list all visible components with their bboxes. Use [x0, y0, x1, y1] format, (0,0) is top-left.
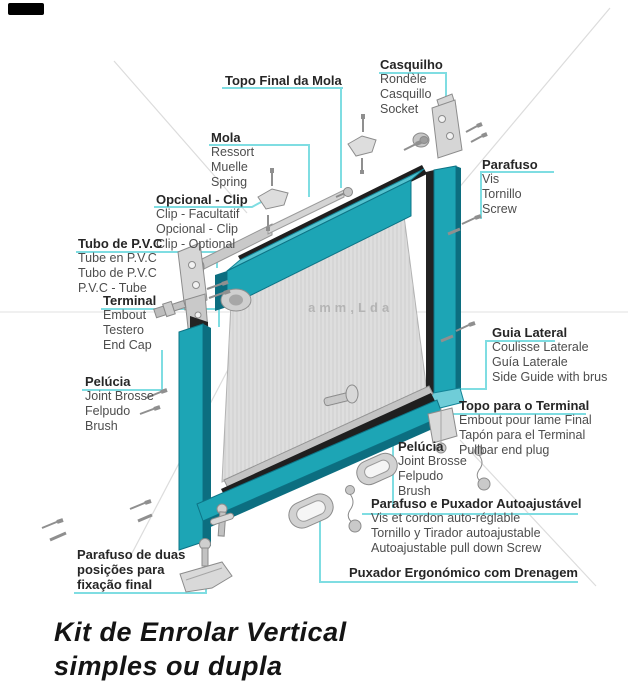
- pull-cord-a: [345, 485, 362, 533]
- casquilho-clip: [347, 135, 377, 157]
- label-terminal: Terminal Embout Testero End Cap: [103, 293, 157, 352]
- brush-screws-left: [139, 388, 168, 415]
- side-screws-right: [440, 214, 482, 343]
- optional-clip-parts: [257, 168, 289, 231]
- casquilho-bracket: [412, 93, 463, 159]
- two-position-screw-parts: [179, 503, 235, 593]
- pullbar-end-pin: [323, 384, 359, 407]
- label-parafuso-right: Parafuso Vis Tornillo Screw: [482, 157, 538, 216]
- casquilho-screws: [360, 114, 488, 174]
- black-marker: [8, 3, 44, 15]
- label-parafuso-puxador: Parafuso e Puxador Autoajustável Vis et …: [371, 496, 582, 555]
- bracket-screws: [206, 280, 231, 299]
- label-opcional-clip: Opcional - Clip Clip - Facultatif Opcion…: [156, 192, 248, 251]
- page-title: Kit de Enrolar Vertical simples ou dupla: [54, 615, 347, 683]
- page-title-line1: Kit de Enrolar Vertical: [54, 617, 347, 647]
- terminal-top-bracket: [427, 407, 458, 454]
- bottom-pull-bar: [196, 385, 446, 529]
- label-pelucia-left: Pelúcia Joint Brosse Felpudo Brush: [85, 374, 154, 433]
- handle-oval-b: [356, 452, 398, 486]
- top-cassette-bar: [215, 165, 427, 312]
- label-guia-lateral: Guia Lateral Coulisse Laterale Guía Late…: [492, 325, 608, 384]
- page-title-line2: simples ou dupla: [54, 651, 283, 681]
- left-terminal-rail: [178, 316, 211, 551]
- end-cap-pin: [153, 299, 187, 319]
- label-pelucia-right: Pelúcia Joint Brosse Felpudo Brush: [398, 439, 467, 498]
- bottom-left-screws: [41, 499, 153, 542]
- label-mola: Mola Ressort Muelle Spring: [211, 130, 255, 189]
- right-guide-rail: [426, 165, 465, 411]
- handle-oval-a: [288, 493, 334, 529]
- label-tubo-pvc: Tubo de P.V.C Tube en P.V.C Tubo de P.V.…: [78, 236, 163, 295]
- label-casquilho: Casquilho Rondèle Casquillo Socket: [380, 57, 443, 116]
- label-puxador-ergonomico: Puxador Ergonómico com Drenagem: [349, 565, 578, 580]
- label-topo-final-da-mola: Topo Final da Mola: [225, 73, 342, 88]
- pull-cord-b: [474, 446, 491, 491]
- watermark: amm,Lda: [308, 300, 394, 315]
- label-parafuso-duas-posicoes: Parafuso de duas posições para fixação f…: [77, 547, 186, 592]
- label-topo-para-terminal: Topo para o Terminal Embout pour lame Fi…: [459, 398, 592, 457]
